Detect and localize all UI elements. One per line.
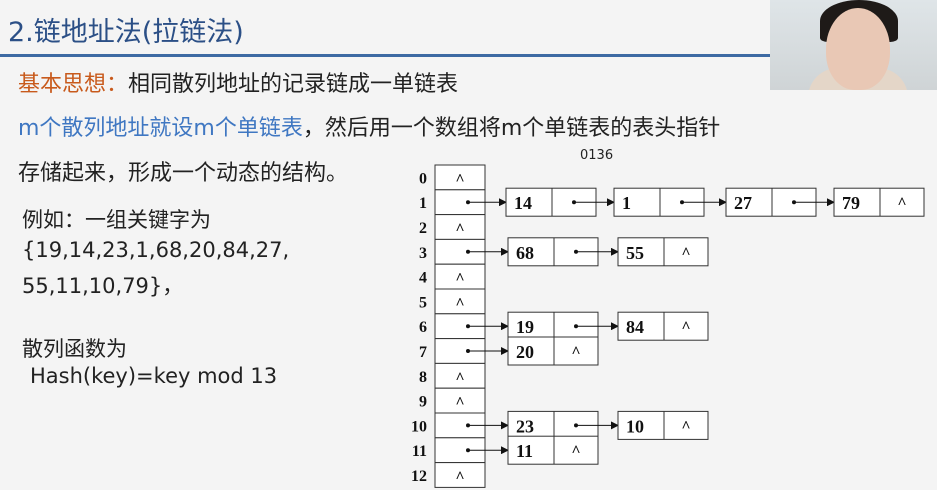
node-6-1 [617, 311, 709, 341]
presenter-video [770, 0, 937, 90]
null-pointer-8: ^ [455, 370, 464, 387]
null-pointer-12: ^ [455, 469, 464, 486]
description-rest: ，然后用一个数组将m个单链表的表头指针 [302, 116, 721, 141]
description-line-3: 存储起来，形成一个动态的结构。 [18, 161, 349, 186]
null-pointer-6-1: ^ [681, 319, 690, 336]
index-label-11: 11 [412, 443, 427, 460]
node-10-1 [617, 410, 709, 440]
description-blue: m个散列地址就设m个单链表 [18, 116, 303, 141]
null-pointer-4: ^ [455, 271, 464, 288]
index-label-2: 2 [419, 220, 427, 237]
node-key-27: 27 [734, 193, 752, 213]
keys-line-2: 55,11,10,79}， [22, 274, 184, 298]
title-bar: 2.链地址法(拉链法) [0, 0, 937, 48]
code-label: 0136 [580, 148, 614, 163]
slide-title: 2.链地址法(拉链法) [8, 17, 244, 48]
node-key-14: 14 [514, 193, 532, 213]
array-cell-0 [434, 164, 486, 191]
null-pointer-9: ^ [455, 395, 464, 412]
null-pointer-5: ^ [455, 295, 464, 312]
node-key-79: 79 [842, 193, 860, 213]
index-label-7: 7 [419, 344, 427, 361]
index-label-10: 10 [411, 418, 427, 435]
node-key-19: 19 [516, 317, 534, 337]
null-pointer-7-0: ^ [571, 344, 580, 361]
null-pointer-0: ^ [455, 171, 464, 188]
node-key-84: 84 [626, 317, 644, 337]
null-pointer-1-3: ^ [897, 195, 906, 212]
null-pointer-3-1: ^ [681, 245, 690, 262]
null-pointer-10-1: ^ [681, 418, 690, 435]
index-label-8: 8 [419, 369, 427, 386]
basic-idea-line: 基本思想：相同散列地址的记录链成一单链表 [18, 66, 458, 98]
node-key-10: 10 [626, 416, 644, 436]
node-key-1: 1 [622, 193, 631, 213]
null-pointer-2: ^ [455, 221, 464, 238]
index-label-3: 3 [419, 245, 427, 262]
node-key-23: 23 [516, 416, 534, 436]
index-label-4: 4 [419, 270, 427, 287]
null-pointer-11-0: ^ [571, 443, 580, 460]
node-11-0 [507, 435, 599, 465]
node-1-1 [613, 187, 705, 217]
index-label-0: 0 [419, 170, 427, 187]
index-label-12: 12 [411, 468, 427, 485]
presenter-face [826, 8, 890, 90]
title-underline [0, 54, 770, 57]
node-3-1 [617, 237, 709, 267]
node-key-20: 20 [516, 342, 534, 362]
node-key-11: 11 [516, 441, 533, 461]
description-line-2: m个散列地址就设m个单链表，然后用一个数组将m个单链表的表头指针 [18, 110, 720, 142]
hash-label: 散列函数为 [22, 337, 127, 361]
index-label-1: 1 [419, 195, 427, 212]
array-cell-12 [434, 462, 486, 488]
example-label: 例如：一组关键字为 [22, 208, 211, 232]
basic-idea-label: 基本思想： [18, 72, 129, 97]
index-label-6: 6 [419, 319, 427, 336]
hash-formula: Hash(key)=key mod 13 [30, 364, 278, 388]
node-1-3 [833, 187, 925, 217]
index-label-9: 9 [419, 394, 427, 411]
basic-idea-text: 相同散列地址的记录链成一单链表 [128, 72, 459, 97]
keys-line-1: {19,14,23,1,68,20,84,27, [22, 238, 290, 262]
node-7-0 [507, 336, 599, 366]
node-key-55: 55 [626, 243, 644, 263]
index-label-5: 5 [419, 294, 427, 311]
node-key-68: 68 [516, 243, 534, 263]
